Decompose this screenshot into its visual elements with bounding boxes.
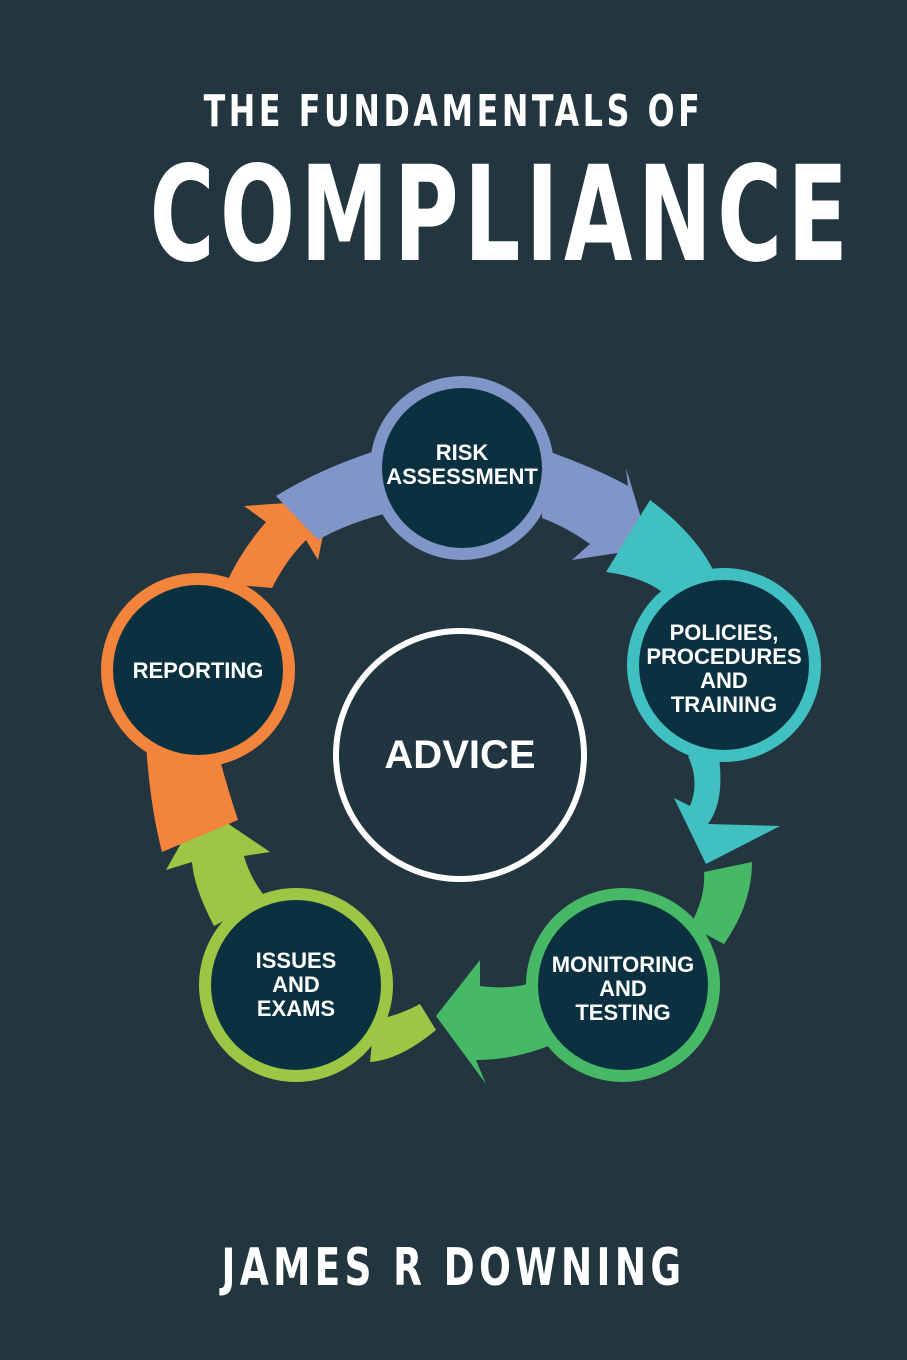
node-monitoring-line-3: TESTING — [575, 1000, 670, 1025]
author-name: JAMES R DOWNING — [221, 1238, 686, 1298]
arrow-risk-to-policies — [542, 450, 650, 560]
center-label: ADVICE — [384, 733, 535, 777]
node-risk-assessment: RISK ASSESSMENT — [370, 376, 554, 560]
node-policies-line-1: POLICIES, — [670, 620, 779, 645]
node-policies-line-2: PROCEDURES — [646, 644, 801, 669]
node-policies: POLICIES, PROCEDURES AND TRAINING — [627, 568, 821, 762]
node-monitoring-line-1: MONITORING — [552, 952, 695, 977]
node-reporting-line-1: REPORTING — [133, 658, 264, 683]
title-line-1: THE FUNDAMENTALS OF — [203, 86, 704, 137]
node-issues-line-2: AND — [272, 972, 320, 997]
node-issues-line-1: ISSUES — [256, 948, 337, 973]
arrow-tail-into-risk — [276, 452, 384, 540]
arrow-policies-to-monitoring — [606, 500, 780, 864]
arrow-monitoring-to-issues — [436, 862, 752, 1084]
node-issues: ISSUES AND EXAMS — [199, 888, 393, 1082]
node-risk-line-2: ASSESSMENT — [386, 464, 538, 489]
node-policies-line-3: AND — [700, 668, 748, 693]
center-node: ADVICE — [333, 628, 587, 882]
node-monitoring: MONITORING AND TESTING — [526, 888, 720, 1082]
node-policies-line-4: TRAINING — [671, 692, 777, 717]
node-monitoring-line-2: AND — [599, 976, 647, 1001]
title-line-2: COMPLIANCE — [149, 138, 854, 292]
node-reporting: REPORTING — [101, 573, 295, 767]
node-issues-line-3: EXAMS — [257, 996, 335, 1021]
node-risk-line-1: RISK — [436, 440, 489, 465]
arrow-issues-to-reporting — [166, 806, 436, 1062]
